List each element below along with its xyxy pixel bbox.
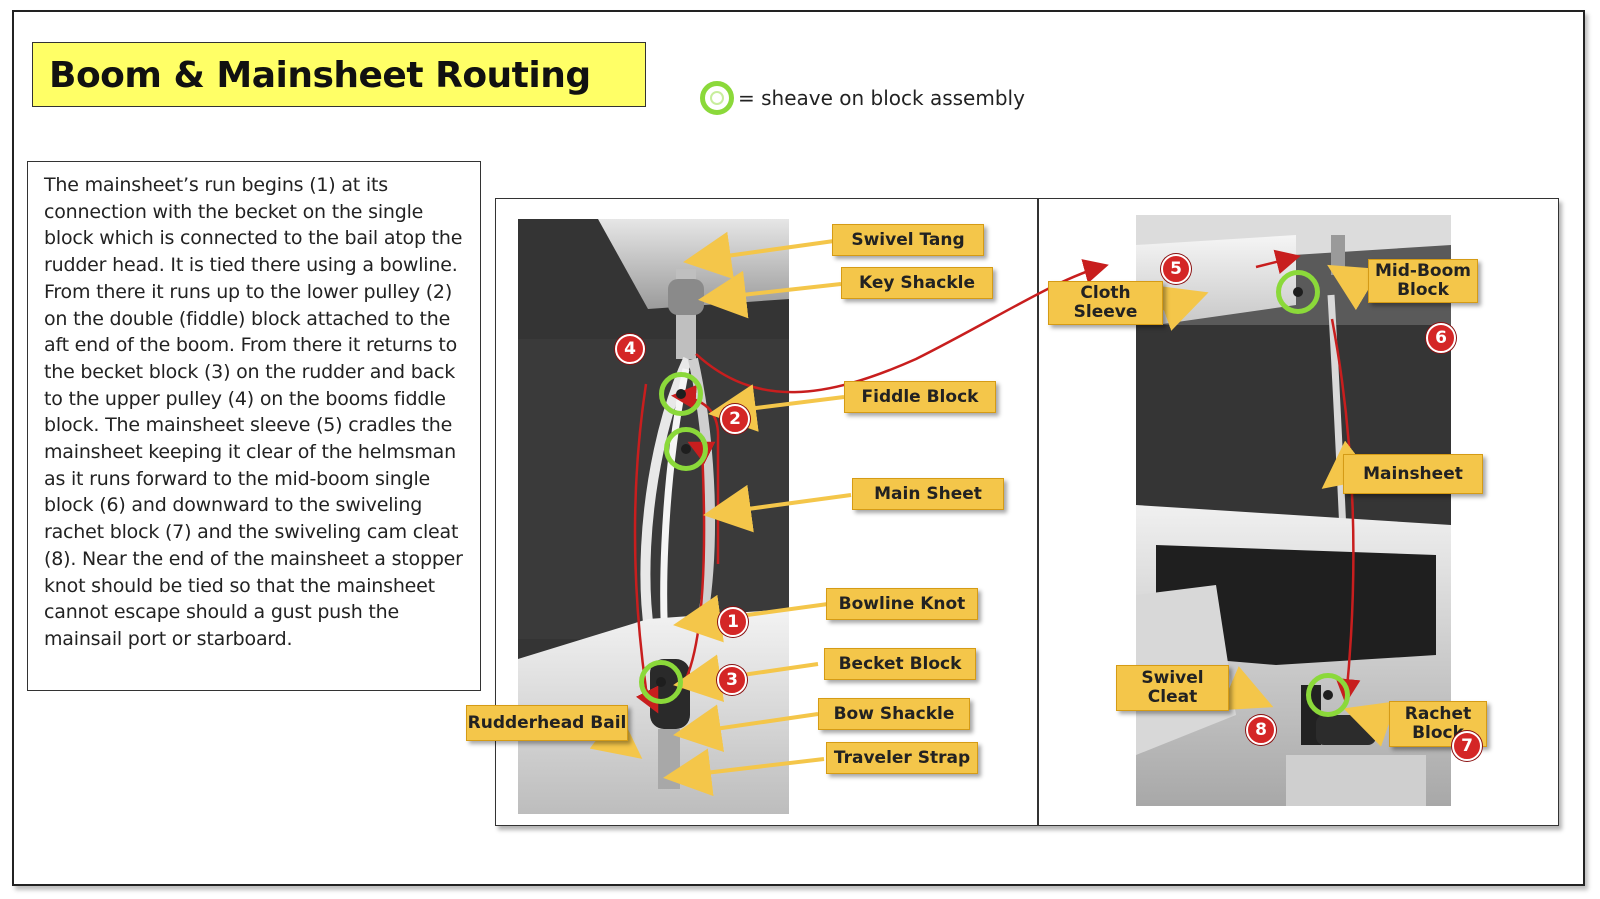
- step-badge-3: 3: [717, 665, 747, 695]
- label-swivel-cleat: Swivel Cleat: [1116, 665, 1229, 711]
- sheave-fiddle-upper: [664, 427, 708, 471]
- route-line-main: [671, 384, 720, 564]
- step-badge-2: 2: [720, 404, 750, 434]
- diagram-panel: Swivel Tang Key Shackle Fiddle Block Mai…: [466, 198, 1559, 826]
- label-cloth-sleeve-text: Cloth Sleeve: [1073, 283, 1138, 322]
- panel-divider: [1037, 199, 1039, 825]
- title-banner: Boom & Mainsheet Routing: [32, 42, 646, 107]
- label-rachet-block: Rachet Block: [1389, 701, 1487, 747]
- sheave-rachet: [1306, 673, 1350, 717]
- label-mid-boom-block-text: Mid-Boom Block: [1375, 261, 1471, 300]
- sheave-fiddle-lower: [659, 372, 703, 416]
- page-title: Boom & Mainsheet Routing: [49, 55, 591, 96]
- label-cloth-sleeve: Cloth Sleeve: [1048, 281, 1163, 325]
- label-fiddle-block: Fiddle Block: [844, 381, 996, 413]
- route-line-loop: [633, 383, 659, 714]
- description-box: The mainsheet’s run begins (1) at its co…: [27, 161, 481, 691]
- step-badge-7: 7: [1452, 731, 1482, 761]
- step-badge-5: 5: [1161, 254, 1191, 284]
- label-mainsheet: Mainsheet: [1343, 454, 1483, 494]
- label-rudderhead-bail: Rudderhead Bail: [466, 705, 628, 741]
- green-ring-icon: [700, 81, 734, 115]
- step-badge-1: 1: [718, 607, 748, 637]
- label-traveler-strap: Traveler Strap: [826, 742, 978, 774]
- legend: = sheave on block assembly: [700, 76, 1025, 120]
- label-key-shackle: Key Shackle: [841, 267, 993, 299]
- route-line-sleeve: [1255, 249, 1301, 274]
- label-mid-boom-block: Mid-Boom Block: [1368, 259, 1478, 303]
- label-main-sheet: Main Sheet: [852, 478, 1004, 510]
- label-bowline-knot: Bowline Knot: [826, 588, 978, 620]
- step-badge-8: 8: [1246, 715, 1276, 745]
- label-rachet-block-text: Rachet Block: [1404, 704, 1472, 743]
- sheave-becket: [639, 660, 683, 704]
- label-becket-block: Becket Block: [824, 648, 976, 680]
- route-line-down: [1330, 318, 1361, 704]
- description-text: The mainsheet’s run begins (1) at its co…: [44, 174, 463, 650]
- step-badge-4: 4: [615, 334, 645, 364]
- legend-text: = sheave on block assembly: [738, 86, 1025, 110]
- label-swivel-tang: Swivel Tang: [832, 224, 984, 256]
- step-badge-6: 6: [1426, 323, 1456, 353]
- label-bow-shackle: Bow Shackle: [818, 698, 970, 730]
- label-swivel-cleat-text: Swivel Cleat: [1141, 668, 1204, 707]
- sheave-mid-boom: [1276, 270, 1320, 314]
- route-line-inner: [679, 441, 716, 690]
